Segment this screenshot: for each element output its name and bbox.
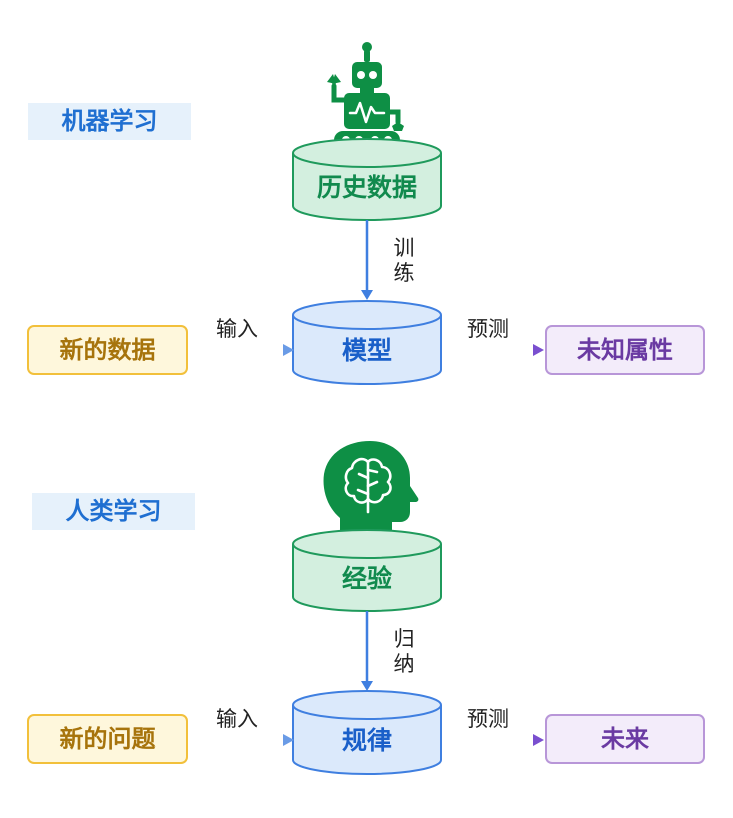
induce-arrow [361,611,373,691]
robot-icon [327,42,404,150]
model-cylinder [292,300,442,385]
experience-label: 经验 [342,564,392,593]
input-edge-label-bottom: 输入 [216,707,258,731]
human-brain-icon [323,441,419,546]
predict-edge-label-bottom: 预测 [467,707,509,731]
section-label-human-learning: 人类学习 [32,493,195,530]
rule-cylinder [292,690,442,775]
train-arrow [361,220,373,300]
induce-label: 归纳 [393,627,415,676]
input-arrow-bottom [188,734,294,746]
historical-data-cylinder [292,138,442,221]
model-label: 模型 [342,336,392,365]
train-label: 训练 [393,236,415,285]
predict-arrow-bottom [441,734,544,746]
section-label-machine-learning: 机器学习 [28,103,191,140]
unknown-attribute-box: 未知属性 [545,325,705,375]
predict-arrow-top [441,344,544,356]
rule-label: 规律 [342,726,392,755]
predict-edge-label-top: 预测 [467,317,509,341]
historical-data-label: 历史数据 [317,173,417,202]
input-edge-label-top: 输入 [216,317,258,341]
new-problem-box: 新的问题 [27,714,188,764]
experience-cylinder [292,529,442,612]
new-data-box: 新的数据 [27,325,188,375]
input-arrow-top [188,344,294,356]
future-box: 未来 [545,714,705,764]
